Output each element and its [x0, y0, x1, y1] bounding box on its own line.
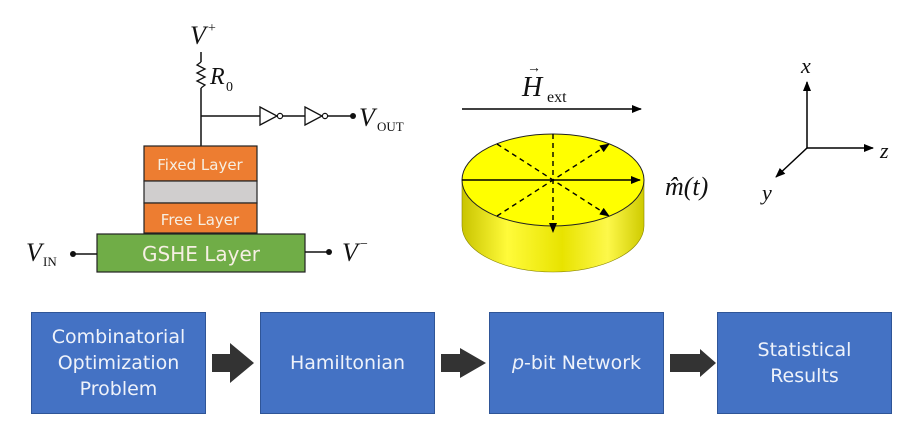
dashed-arrow-diag-up: [496, 143, 610, 217]
vout-sub: OUT: [377, 119, 404, 134]
flow-step-2-label: Hamiltonian: [289, 352, 406, 374]
field-arrow-accent: →: [527, 61, 541, 76]
inverter-1: [259, 105, 284, 127]
top-diagrams: V + R 0 V OUT Fixed Layer Free Layer GSH…: [26, 21, 889, 273]
flow-step-2: Hamiltonian: [260, 312, 435, 414]
flow-arrow-3: [670, 349, 716, 377]
flow-step-3: p-bit Network: [489, 312, 664, 414]
flow-step-1-label: Combinatorial Optimization Problem: [51, 326, 186, 400]
vminus-label: V: [342, 238, 361, 267]
fixed-layer: [143, 145, 258, 182]
flow-step-4-label: Statistical Results: [757, 339, 852, 387]
flow-arrow-2: [441, 348, 486, 378]
supply-sup: +: [208, 21, 216, 36]
vminus-sup: −: [360, 237, 368, 252]
resistor-sub: 0: [226, 80, 233, 95]
resistor-label: R: [209, 64, 225, 90]
fixed-layer-label: Fixed Layer: [157, 156, 243, 174]
coordinate-axes: x z y: [760, 53, 889, 205]
vminus-terminal: [326, 249, 332, 255]
field-label: H: [521, 72, 544, 103]
inverter-2: [304, 105, 329, 127]
flow-step-3-text: -bit Network: [524, 352, 642, 374]
magnetization-arrows: [462, 134, 641, 233]
circuit: V + R 0 V OUT Fixed Layer Free Layer GSH…: [26, 21, 404, 273]
flow-arrow-1: [212, 343, 254, 383]
y-axis: [775, 147, 808, 178]
p-italic: p: [511, 352, 525, 374]
flow-step-4: Statistical Results: [717, 312, 892, 414]
vin-label: V: [26, 238, 45, 267]
vin-terminal: [70, 251, 76, 257]
gshe-layer-label: GSHE Layer: [142, 242, 261, 266]
x-axis-label: x: [800, 53, 811, 78]
supply-label: V: [190, 21, 209, 50]
resistor: [195, 61, 207, 89]
moment-label: m̂(t): [665, 172, 708, 201]
vin-sub: IN: [43, 254, 57, 269]
free-layer-label: Free Layer: [161, 211, 240, 229]
field-sub: ext: [547, 89, 567, 106]
nanomagnet: H → ext m̂(t): [461, 61, 708, 273]
vout-terminal: [350, 113, 356, 119]
barrier-layer: [143, 180, 258, 204]
vout-label: V: [359, 103, 378, 132]
gshe-layer: [96, 233, 306, 273]
z-axis-label: z: [879, 138, 889, 163]
flow-step-1: Combinatorial Optimization Problem: [31, 312, 206, 414]
y-axis-label: y: [760, 180, 772, 205]
flow-step-3-label: p-bit Network: [512, 350, 641, 376]
free-layer: [143, 202, 258, 234]
